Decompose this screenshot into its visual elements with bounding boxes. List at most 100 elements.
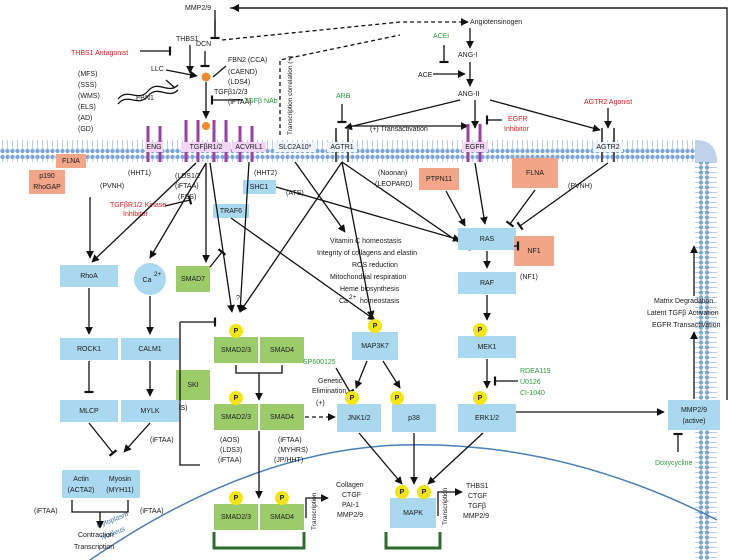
calm1-box[interactable] [121, 338, 179, 360]
jnk-box[interactable] [337, 404, 381, 432]
integrity-label: Integrity of collagens and elastin [317, 250, 417, 257]
p38-label: p38 [408, 415, 420, 422]
nuclear-envelope [89, 443, 718, 560]
ci1040-label: CI-1040 [520, 390, 545, 397]
sp600125-label: SP600125 [303, 359, 336, 366]
hht2-label: (HHT2) [254, 170, 277, 177]
rhoa-label: RhoA [80, 273, 98, 280]
smad4-label: SMAD4 [270, 347, 294, 354]
ski-label: SKI [187, 382, 198, 389]
raf-box[interactable] [458, 272, 516, 294]
mek1-label: MEK1 [477, 344, 496, 351]
fbn1-fibril [117, 84, 179, 100]
calcium-label: Ca [143, 277, 152, 284]
map3k7-box[interactable] [352, 332, 398, 360]
svg-text:P: P [400, 489, 405, 496]
iftaa-right: (iFTAA) [140, 508, 164, 515]
agtr1-to-ras [341, 161, 471, 251]
p190-box [29, 170, 65, 194]
rdea-label: RDEA119 [520, 368, 551, 375]
dcn-label: DCN [196, 41, 211, 48]
iftaa3-label: (iFTAA) [150, 437, 174, 444]
iftaa-top-label: (iFTAA) [228, 99, 252, 106]
noonan-label: (Noonan) [378, 170, 407, 177]
agtr2-receptor: AGTR2 [593, 128, 623, 162]
fbn1-fibril-2 [117, 89, 179, 105]
traf6-box[interactable] [213, 204, 249, 218]
cytoplasm-label: Cytoplasm [96, 511, 129, 530]
dna-strand-mapk [384, 532, 442, 550]
mmp-active-box[interactable] [668, 400, 720, 430]
ace-label: ACE [418, 72, 433, 79]
ras-box[interactable] [458, 228, 516, 250]
smad4-nuclear-box[interactable] [260, 504, 304, 530]
actin-box[interactable] [62, 470, 100, 498]
smad7-box[interactable] [176, 266, 210, 292]
llc-label: LLC [151, 66, 164, 73]
rock1-box[interactable] [60, 338, 118, 360]
mek1-phospho: P [473, 323, 487, 337]
smad4-nuclear-phospho: P [275, 491, 289, 505]
shc1-box[interactable] [243, 180, 276, 194]
egfr-trans-label: EGFR Transactivation [652, 322, 721, 329]
ad-label: (AD) [78, 115, 92, 122]
ski-bracket [179, 322, 200, 466]
ski-box[interactable] [176, 370, 210, 400]
svg-text:P: P [234, 328, 239, 335]
shc1-to-ras [275, 186, 461, 242]
agtr1-label: AGTR1 [330, 144, 353, 151]
mapk-nuclear-box[interactable] [390, 498, 436, 528]
pvnh-right: (PVNH) [568, 183, 592, 190]
svg-text:P: P [234, 495, 239, 502]
map3k7-to-p38 [382, 360, 401, 389]
svg-text:P: P [395, 395, 400, 402]
p38-phospho: P [390, 391, 404, 405]
svg-text:P: P [478, 327, 483, 334]
svg-text:P: P [280, 495, 285, 502]
svg-text:P: P [350, 395, 355, 402]
smad4-complex-box[interactable] [260, 404, 304, 430]
ptpn11-to-ras [445, 190, 466, 227]
p38-box[interactable] [392, 404, 436, 432]
agtr1-to-map3k7 [341, 161, 375, 319]
transcription-left: Transcription [74, 544, 114, 551]
smad-join-bracket [235, 365, 283, 374]
jnk-to-mapk [358, 432, 403, 485]
iftaa2-label: (iFTAA) [175, 183, 199, 190]
svg-text:P: P [373, 323, 378, 330]
tgfbr-to-smad23 [209, 162, 235, 313]
erk-box[interactable] [458, 404, 516, 432]
tgfbr-kinase-inhibit [164, 195, 193, 207]
smad23-complex-phospho: P [229, 391, 243, 405]
iftaa-c-label: (iFTAA) [218, 457, 242, 464]
tgfbr-to-rhoa [91, 162, 197, 263]
agtr2-inhibit-ras [516, 162, 609, 231]
llc-fbn1-line [165, 79, 176, 89]
transactivation-label: (+) Transactivation [370, 126, 428, 133]
transcription-smad-arrow [305, 494, 329, 518]
map3k7-to-jnk [355, 360, 368, 389]
transcription-smad: Transcription [311, 492, 318, 530]
plasma-membrane-right [695, 162, 717, 560]
mek1-box[interactable] [458, 336, 516, 358]
flna-left-label: FLNA [62, 158, 80, 165]
mlcp-box[interactable] [60, 400, 118, 422]
doxycycline-label: Doxycycline [655, 460, 692, 467]
smad23-nuclear-box[interactable] [214, 504, 258, 530]
rhoa-box[interactable] [60, 265, 118, 287]
smad4-box[interactable] [260, 337, 304, 363]
eng-receptor: ENG [145, 126, 163, 162]
rhogap-label: RhoGAP [33, 184, 61, 191]
egfr-inhibitor-2: Inhibitor [504, 126, 530, 133]
genetic-1: Genetic [318, 378, 343, 385]
flna-inhibit-ras [505, 189, 536, 228]
angiotensinogen-dashed [221, 18, 469, 41]
smad23-box[interactable] [214, 337, 258, 363]
iftaa-left: (iFTAA) [34, 508, 58, 515]
myosin-box[interactable] [100, 470, 140, 498]
latent-label: Latent TGFβ Activation [647, 310, 719, 317]
flna-left-box [56, 154, 86, 168]
smad23-complex-box[interactable] [214, 404, 258, 430]
mylk-box[interactable] [121, 400, 179, 422]
thbs1-antagonist: THBS1 Antagonist [71, 50, 128, 57]
